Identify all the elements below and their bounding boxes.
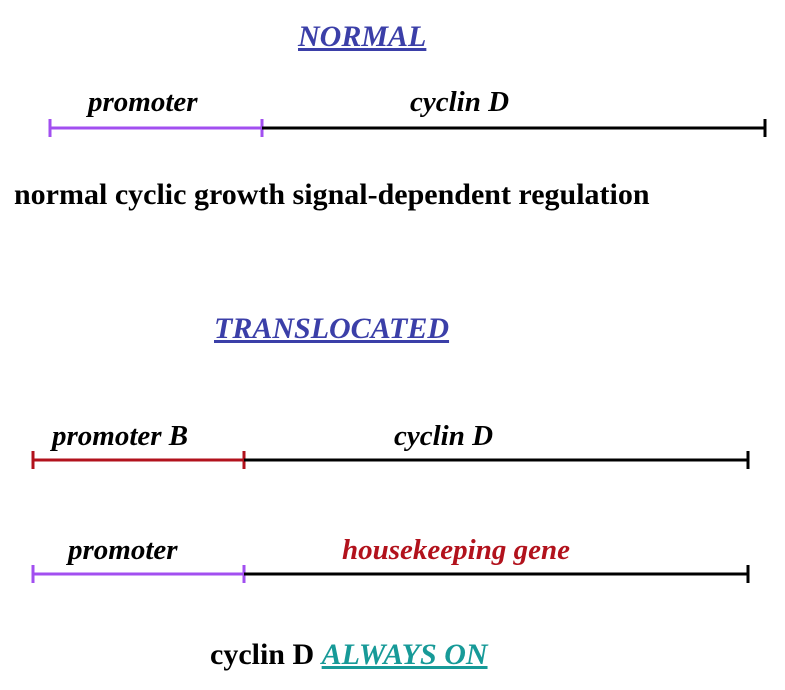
translocated-cyclin-d-label: cyclin D xyxy=(394,420,494,452)
normal-gene-segment xyxy=(262,119,767,137)
translocated-promoter-segment xyxy=(31,565,246,583)
housekeeping-gene-label: housekeeping gene xyxy=(342,534,570,566)
always-on-caption-prefix: cyclin D xyxy=(210,638,315,671)
normal-caption: normal cyclic growth signal-dependent re… xyxy=(14,178,650,211)
translocated-cyclin-d-segment xyxy=(244,451,750,469)
normal-promoter-label: promoter xyxy=(88,86,198,118)
housekeeping-gene-segment xyxy=(244,565,750,583)
always-on-emphasis: ALWAYS ON xyxy=(321,638,488,671)
translocated-heading: TRANSLOCATED xyxy=(214,312,450,345)
translocated-promoter-label: promoter xyxy=(68,534,178,566)
promoter-b-label: promoter B xyxy=(52,420,189,452)
normal-promoter-segment xyxy=(48,119,264,137)
promoter-b-segment xyxy=(31,451,246,469)
normal-gene-label: cyclin D xyxy=(410,86,510,118)
normal-heading: NORMAL xyxy=(298,20,427,53)
always-on-caption: cyclin D ALWAYS ON xyxy=(210,638,488,672)
